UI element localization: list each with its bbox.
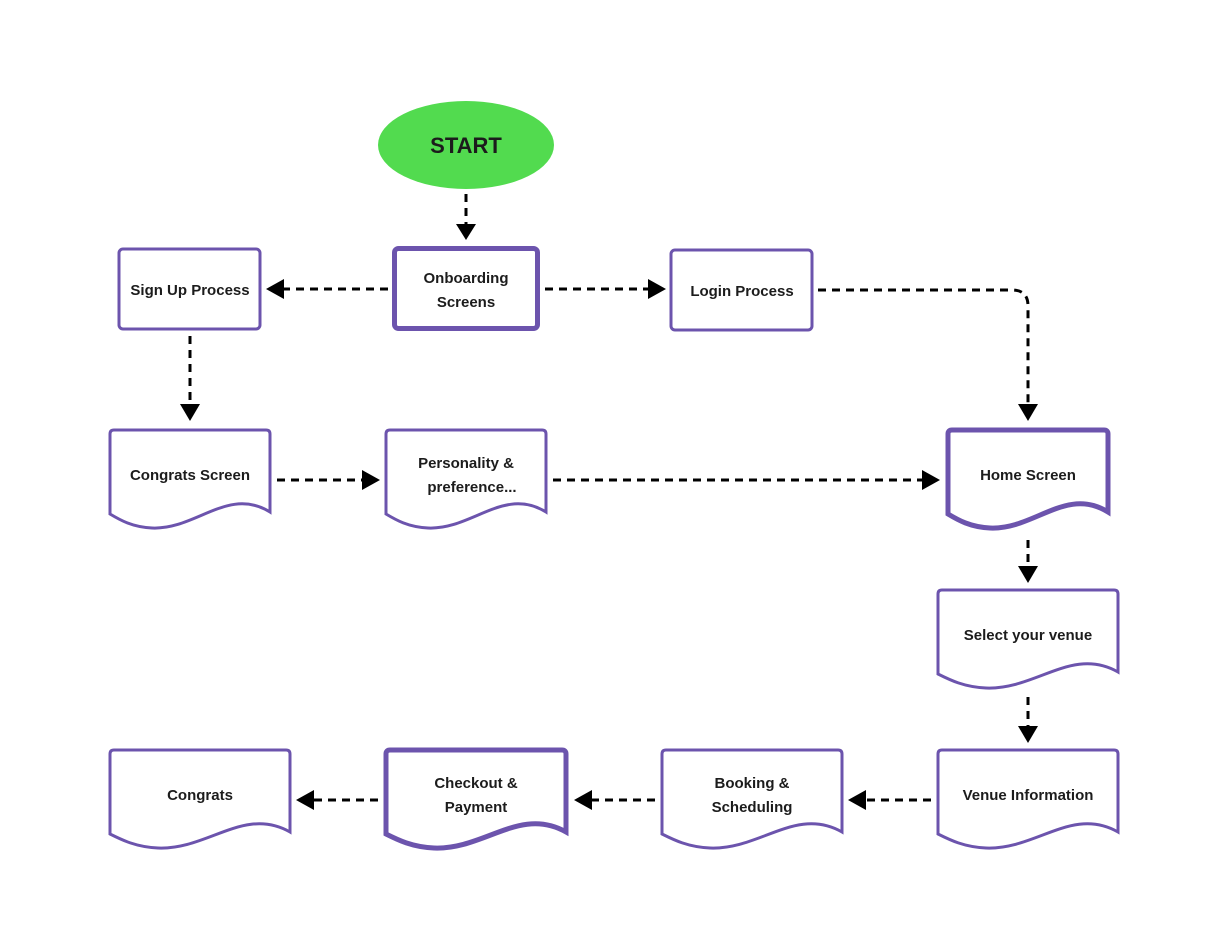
- personality-label-line2: preference...: [427, 479, 516, 496]
- onboarding-box: [392, 246, 540, 331]
- connector-checkout-to-congrats-arrow: [296, 790, 314, 810]
- start-node: START: [378, 101, 554, 189]
- booking-label-line1: Booking &: [715, 775, 790, 792]
- booking-label-line2: Scheduling: [712, 799, 793, 816]
- connector-onboarding-to-signup-arrow: [266, 279, 284, 299]
- home-screen-label: Home Screen: [980, 467, 1076, 484]
- connector-login-to-home: [818, 288, 1030, 404]
- connector-start-to-onboarding-arrow: [456, 224, 476, 240]
- personality-shape: [384, 428, 548, 530]
- congrats-screen-label: Congrats Screen: [130, 467, 250, 484]
- checkout-label-line1: Checkout &: [434, 775, 518, 792]
- login-box: [669, 248, 814, 332]
- onboarding-label-line1: Onboarding: [424, 270, 509, 287]
- node-sign-up-process: Sign Up Process: [117, 247, 262, 331]
- connector-home-to-select-venue-arrow: [1018, 566, 1038, 583]
- login-label: Login Process: [690, 283, 793, 300]
- connector-venue-info-to-booking-arrow: [848, 790, 866, 810]
- start-label: START: [430, 133, 502, 158]
- select-venue-label: Select your venue: [964, 627, 1092, 644]
- venue-info-label: Venue Information: [963, 787, 1094, 804]
- connectors: [180, 194, 1038, 810]
- node-select-your-venue: Select your venue: [936, 588, 1120, 690]
- connector-login-to-home-arrow: [1018, 404, 1038, 421]
- node-home-screen: Home Screen: [945, 427, 1111, 531]
- node-booking-scheduling: Booking & Scheduling: [660, 748, 844, 850]
- congrats-shape: [108, 748, 292, 850]
- congrats-screen-shape: [108, 428, 272, 530]
- congrats-label: Congrats: [167, 787, 233, 804]
- start-ellipse: [378, 101, 554, 189]
- booking-shape: [660, 748, 844, 850]
- node-personality-preference: Personality & preference...: [384, 428, 548, 530]
- connector-onboarding-to-login-arrow: [648, 279, 666, 299]
- checkout-label-line2: Payment: [445, 799, 508, 816]
- node-onboarding-screens: Onboarding Screens: [392, 246, 540, 331]
- connector-signup-to-congrats-screen-arrow: [180, 404, 200, 421]
- connector-personality-to-home-arrow: [922, 470, 940, 490]
- home-screen-shape: [945, 427, 1111, 531]
- onboarding-label-line2: Screens: [437, 294, 495, 311]
- select-venue-shape: [936, 588, 1120, 690]
- signup-box: [117, 247, 262, 331]
- node-congrats-screen: Congrats Screen: [108, 428, 272, 530]
- personality-label-line1: Personality &: [418, 455, 514, 472]
- connector-booking-to-checkout-arrow: [574, 790, 592, 810]
- venue-info-shape: [936, 748, 1120, 850]
- checkout-shape: [383, 747, 569, 851]
- node-venue-information: Venue Information: [936, 748, 1120, 850]
- node-congrats: Congrats: [108, 748, 292, 850]
- connector-select-venue-to-venue-info-arrow: [1018, 726, 1038, 743]
- node-login-process: Login Process: [669, 248, 814, 332]
- connector-congrats-screen-to-personality-arrow: [362, 470, 380, 490]
- signup-label: Sign Up Process: [130, 282, 249, 299]
- node-checkout-payment: Checkout & Payment: [383, 747, 569, 851]
